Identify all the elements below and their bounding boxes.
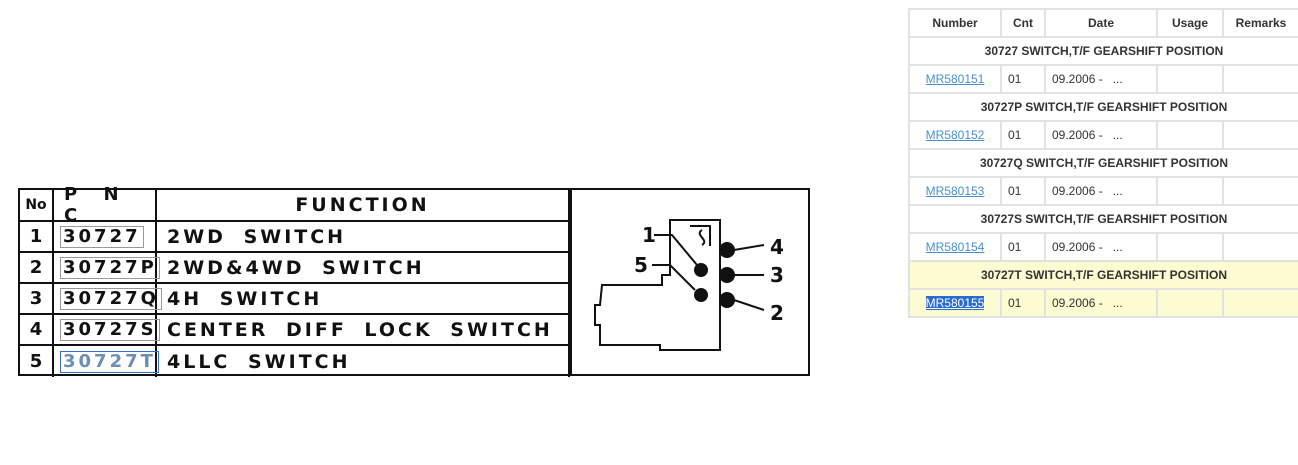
col-date[interactable]: Date (1044, 8, 1158, 38)
row-no: 4 (20, 315, 54, 344)
group-row: 30727P SWITCH,T/F GEARSHIFT POSITION (908, 92, 1298, 122)
pnc-code[interactable]: 30727T (60, 350, 159, 373)
col-remarks[interactable]: Remarks (1222, 8, 1298, 38)
part-date: 09.2006 - ... (1044, 232, 1158, 262)
part-row[interactable]: MR580152 01 09.2006 - ... (908, 120, 1298, 150)
switch-diagram-table: No P N C FUNCTION 1 30727 2WD SWITCH 2 3… (18, 184, 812, 377)
part-date: 09.2006 - ... (1044, 120, 1158, 150)
col-number[interactable]: Number (908, 8, 1002, 38)
pnc-code[interactable]: 30727P (60, 256, 160, 279)
part-number-link[interactable]: MR580153 (925, 184, 985, 198)
group-title: 30727P SWITCH,T/F GEARSHIFT POSITION (908, 92, 1298, 122)
row-no: 1 (20, 222, 54, 251)
diagram-row: 1 30727 2WD SWITCH (20, 222, 570, 253)
group-title: 30727 SWITCH,T/F GEARSHIFT POSITION (908, 36, 1298, 66)
diagram-header-row: No P N C FUNCTION (20, 184, 570, 226)
part-date: 09.2006 - ... (1044, 64, 1158, 94)
part-cnt: 01 (1000, 64, 1046, 94)
diagram-row: 5 30727T 4LLC SWITCH (20, 346, 570, 377)
parts-table: Number Cnt Date Usage Remarks 30727 SWIT… (908, 8, 1298, 318)
part-remarks (1222, 120, 1298, 150)
part-usage (1156, 176, 1224, 206)
part-usage (1156, 288, 1224, 318)
part-number-link[interactable]: MR580151 (925, 72, 985, 86)
part-number-link[interactable]: MR580154 (925, 240, 985, 254)
diagram-row: 4 30727S CENTER DIFF LOCK SWITCH (20, 315, 570, 346)
header-pnc: P N C (54, 184, 157, 226)
group-title: 30727S SWITCH,T/F GEARSHIFT POSITION (908, 204, 1298, 234)
row-no: 3 (20, 284, 54, 313)
svg-text:2: 2 (770, 301, 784, 325)
part-number-link[interactable]: MR580152 (925, 128, 985, 142)
part-row[interactable]: MR580155 01 09.2006 - ... (908, 288, 1298, 318)
part-usage (1156, 232, 1224, 262)
group-row: 30727Q SWITCH,T/F GEARSHIFT POSITION (908, 148, 1298, 178)
row-no: 5 (20, 346, 54, 377)
group-title: 30727Q SWITCH,T/F GEARSHIFT POSITION (908, 148, 1298, 178)
part-remarks (1222, 232, 1298, 262)
row-function: 2WD&4WD SWITCH (157, 253, 570, 282)
row-function: 4H SWITCH (157, 284, 570, 313)
group-title: 30727T SWITCH,T/F GEARSHIFT POSITION (908, 260, 1298, 290)
part-cnt: 01 (1000, 288, 1046, 318)
part-row[interactable]: MR580153 01 09.2006 - ... (908, 176, 1298, 206)
col-cnt[interactable]: Cnt (1000, 8, 1046, 38)
diagram-row: 3 30727Q 4H SWITCH (20, 284, 570, 315)
svg-text:3: 3 (770, 263, 784, 287)
header-no: No (20, 190, 54, 220)
parts-header-row: Number Cnt Date Usage Remarks (908, 8, 1298, 38)
group-row: 30727 SWITCH,T/F GEARSHIFT POSITION (908, 36, 1298, 66)
svg-text:5: 5 (634, 253, 648, 277)
part-cnt: 01 (1000, 176, 1046, 206)
part-number-link[interactable]: MR580155 (925, 296, 985, 310)
part-remarks (1222, 288, 1298, 318)
connector-pinout-image: 1 2 3 4 5 (570, 190, 812, 374)
part-date: 09.2006 - ... (1044, 288, 1158, 318)
pnc-code[interactable]: 30727 (60, 225, 144, 248)
part-remarks (1222, 176, 1298, 206)
part-cnt: 01 (1000, 232, 1046, 262)
part-row[interactable]: MR580154 01 09.2006 - ... (908, 232, 1298, 262)
part-remarks (1222, 64, 1298, 94)
part-date: 09.2006 - ... (1044, 176, 1158, 206)
row-function: 4LLC SWITCH (157, 346, 570, 377)
part-cnt: 01 (1000, 120, 1046, 150)
diagram-row: 2 30727P 2WD&4WD SWITCH (20, 253, 570, 284)
row-no: 2 (20, 253, 54, 282)
pnc-code[interactable]: 30727S (60, 318, 160, 341)
group-row: 30727T SWITCH,T/F GEARSHIFT POSITION (908, 260, 1298, 290)
header-function: FUNCTION (157, 190, 570, 220)
part-row[interactable]: MR580151 01 09.2006 - ... (908, 64, 1298, 94)
part-usage (1156, 120, 1224, 150)
svg-text:1: 1 (642, 223, 656, 247)
col-usage[interactable]: Usage (1156, 8, 1224, 38)
group-row: 30727S SWITCH,T/F GEARSHIFT POSITION (908, 204, 1298, 234)
svg-text:4: 4 (770, 235, 784, 259)
row-function: 2WD SWITCH (157, 222, 570, 251)
pnc-code[interactable]: 30727Q (60, 287, 162, 310)
row-function: CENTER DIFF LOCK SWITCH (157, 315, 570, 344)
part-usage (1156, 64, 1224, 94)
